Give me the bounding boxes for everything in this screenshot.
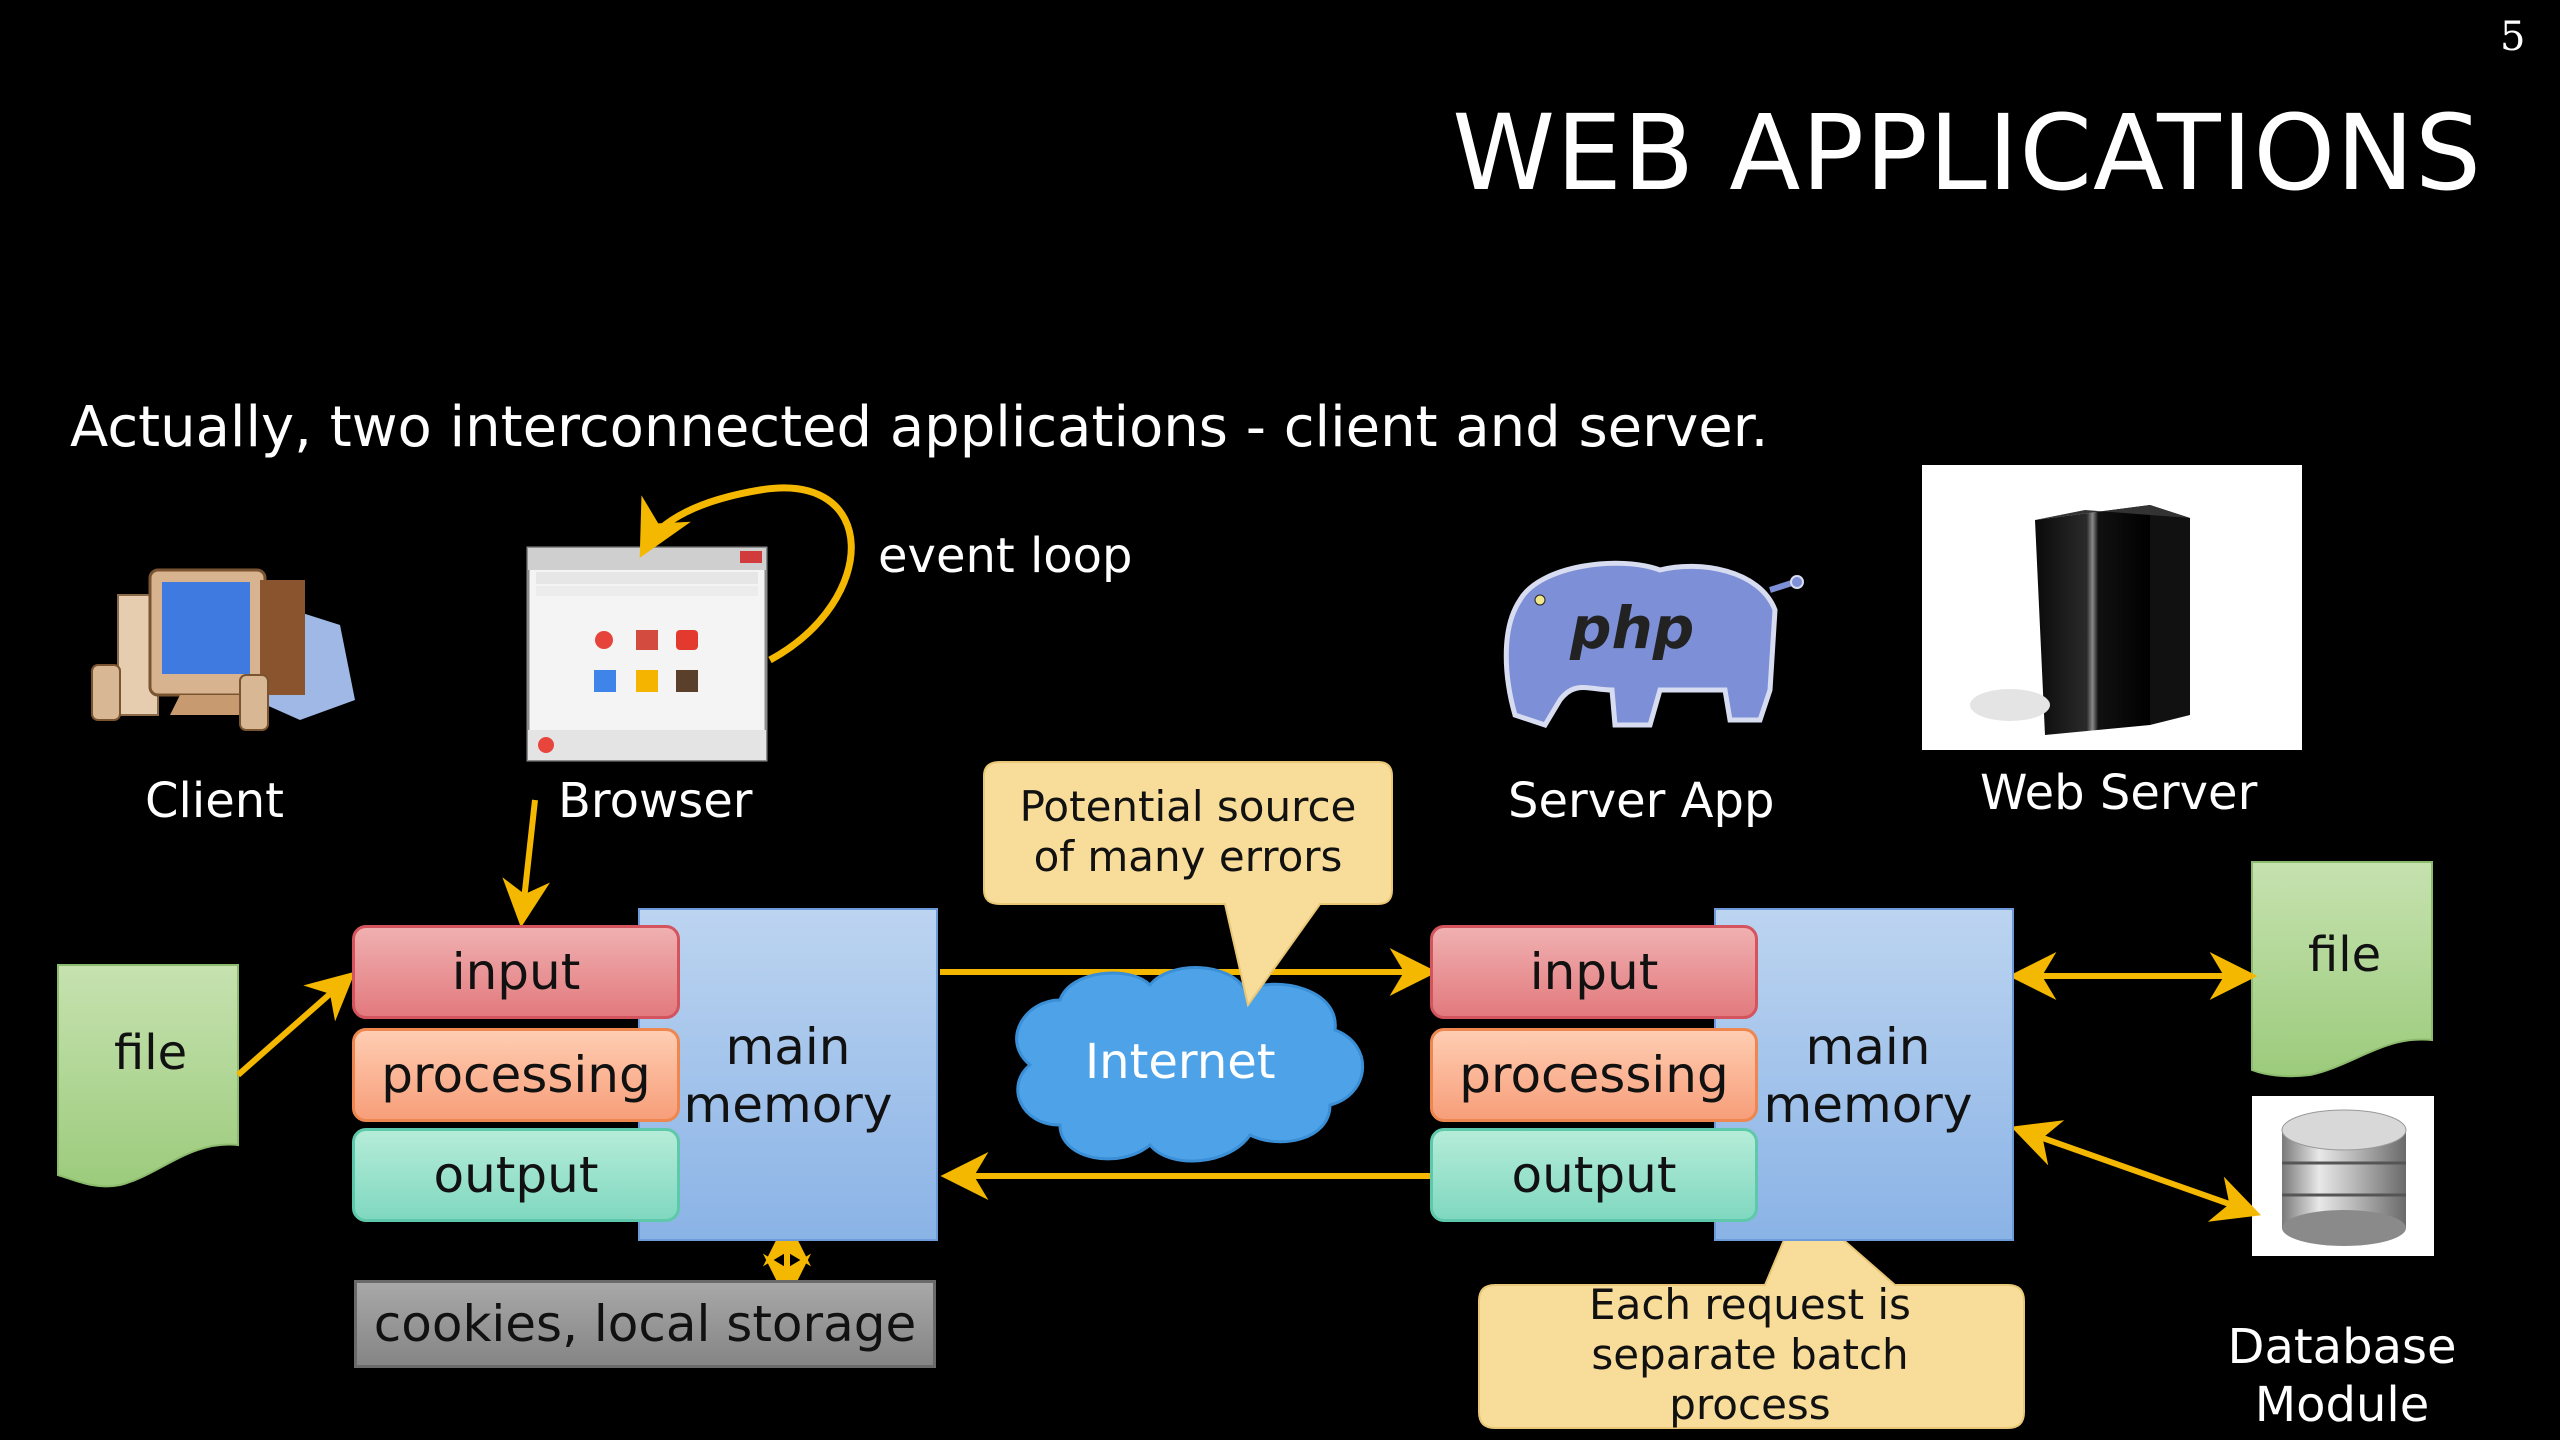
database-label-line2: Module — [2254, 1377, 2430, 1433]
event-loop-label: event loop — [878, 528, 1133, 584]
database-label-line1: Database — [2227, 1319, 2457, 1375]
server-input-box: input — [1430, 925, 1758, 1019]
file-to-input-arrow — [236, 971, 356, 1078]
batch-callout-line2: separate batch — [1591, 1330, 1909, 1379]
browser-to-input-arrow — [502, 799, 551, 928]
slide-title: WEB APPLICATIONS — [1452, 92, 2482, 214]
database-label: Database Module — [2222, 1318, 2462, 1434]
batch-callout-text: Each request is separate batch process — [1490, 1280, 2010, 1430]
server-file-shape — [2251, 861, 2433, 1078]
php-elephant-icon: php — [1503, 560, 1804, 729]
browser-label: Browser — [558, 773, 753, 829]
errors-callout-text: Potential source of many errors — [990, 782, 1386, 882]
server-processing-box: processing — [1430, 1028, 1758, 1122]
web-server-label: Web Server — [1980, 765, 2258, 821]
server-app-label: Server App — [1508, 773, 1775, 829]
slide-subtitle: Actually, two interconnected application… — [70, 395, 1769, 460]
client-file-label: file — [114, 1025, 188, 1081]
database-icon — [2252, 1096, 2434, 1256]
batch-callout — [1478, 1200, 2025, 1429]
slide-number: 5 — [2500, 14, 2526, 60]
batch-callout-line1: Each request is — [1589, 1280, 1911, 1329]
client-memory-label: main memory — [668, 1018, 908, 1134]
client-label: Client — [145, 773, 284, 829]
errors-callout-line2: of many errors — [1033, 832, 1343, 881]
browser-window-icon — [526, 546, 768, 762]
php-logo-text: php — [1569, 594, 1694, 662]
server-memory-line1: main — [1805, 1018, 1931, 1076]
batch-callout-line3: process — [1669, 1380, 1831, 1429]
errors-callout-line1: Potential source — [1019, 782, 1357, 831]
client-file-shape — [57, 964, 239, 1188]
event-loop-arrow — [639, 484, 855, 664]
client-memory-line1: main — [725, 1018, 851, 1076]
client-memory-line2: memory — [683, 1076, 893, 1134]
cookies-storage-box: cookies, local storage — [354, 1280, 936, 1368]
client-input-box: input — [352, 925, 680, 1019]
internet-cloud-icon — [1015, 966, 1364, 1163]
server-file-label: file — [2308, 927, 2382, 983]
memory-database-arrow — [2010, 1120, 2262, 1222]
client-main-memory — [638, 908, 938, 1241]
internet-label: Internet — [1085, 1034, 1276, 1090]
client-computer-icon — [91, 568, 355, 731]
server-memory-label: main memory — [1748, 1018, 1988, 1134]
errors-callout — [983, 761, 1393, 1008]
server-main-memory — [1714, 908, 2014, 1241]
client-processing-box: processing — [352, 1028, 680, 1122]
server-output-box: output — [1430, 1128, 1758, 1222]
client-output-box: output — [352, 1128, 680, 1222]
web-server-icon — [1922, 465, 2302, 750]
server-memory-line2: memory — [1763, 1076, 1973, 1134]
